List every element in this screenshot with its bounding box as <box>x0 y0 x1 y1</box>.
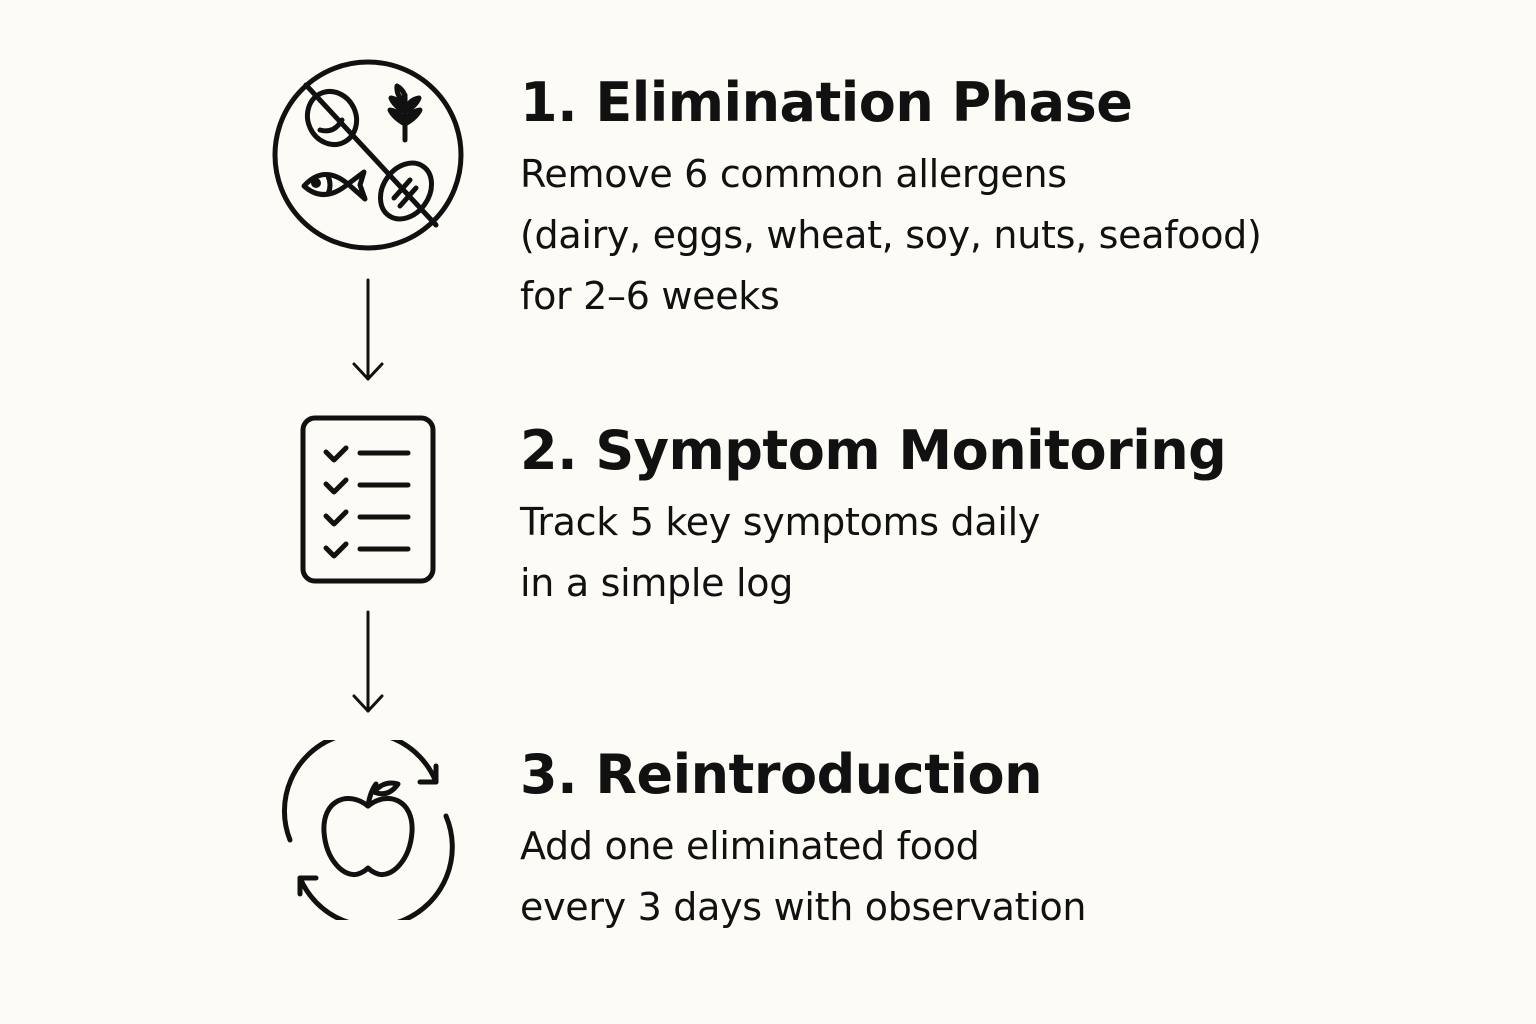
step-title: 2. Symptom Monitoring <box>520 419 1227 482</box>
step-title: 1. Elimination Phase <box>520 71 1133 134</box>
apple-cycle-icon <box>281 740 455 920</box>
step-description: Add one eliminated food every 3 days wit… <box>520 816 1087 938</box>
arrow-down-icon <box>352 610 384 713</box>
step-description: Remove 6 common allergens (dairy, eggs, … <box>520 144 1262 327</box>
arrow-down-icon <box>352 278 384 381</box>
no-allergens-icon <box>272 59 464 251</box>
step-1: 1. Elimination Phase Remove 6 common all… <box>520 76 1262 327</box>
step-description-line: (dairy, eggs, wheat, soy, nuts, seafood) <box>520 213 1262 257</box>
step-description: Track 5 key symptoms daily in a simple l… <box>520 492 1226 614</box>
step-description-line: Add one eliminated food <box>520 824 980 868</box>
step-description-line: for 2–6 weeks <box>520 274 780 318</box>
step-description-line: every 3 days with observation <box>520 885 1087 929</box>
step-title: 3. Reintroduction <box>520 743 1043 806</box>
step-3: 3. Reintroduction Add one eliminated foo… <box>520 743 1087 938</box>
step-description-line: in a simple log <box>520 561 794 605</box>
step-2: 2. Symptom Monitoring Track 5 key sympto… <box>520 419 1227 614</box>
step-description-line: Track 5 key symptoms daily <box>520 500 1041 544</box>
step-description-line: Remove 6 common allergens <box>520 152 1067 196</box>
checklist-icon <box>300 415 436 584</box>
